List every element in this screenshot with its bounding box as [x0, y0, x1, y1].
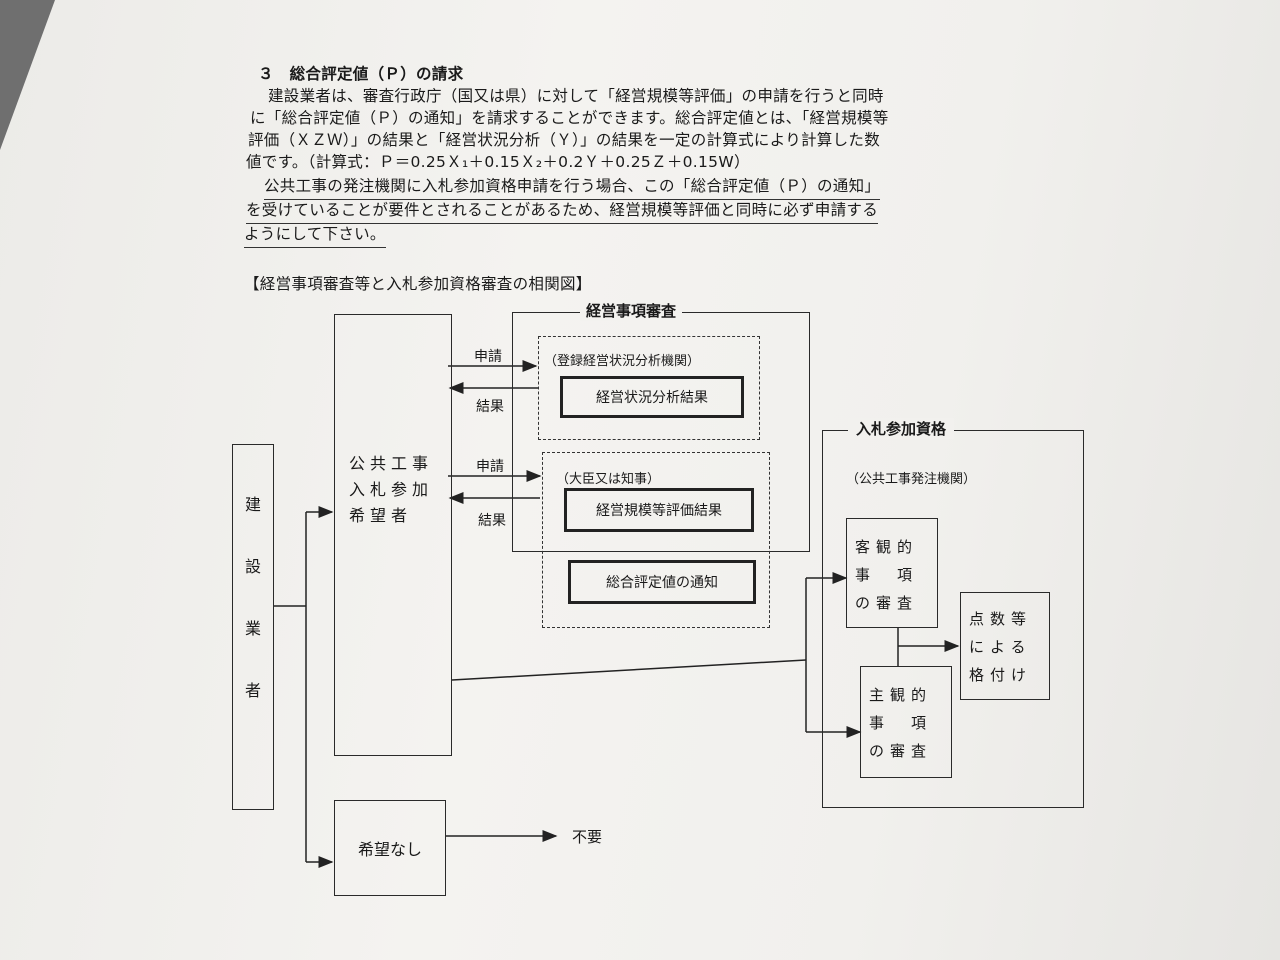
- objective-review-box: 客観的 事 項 の審査: [846, 518, 938, 628]
- result-label-1: 結果: [476, 399, 504, 415]
- apply-label-1: 申請: [474, 349, 502, 365]
- bid-qualification-title: 入札参加資格: [848, 418, 955, 439]
- subjective-line-3: の審査: [869, 742, 933, 760]
- ranking-line-1: 点数等: [969, 610, 1033, 628]
- objective-line-3: の審査: [855, 594, 919, 612]
- analysis-org-label: （登録経営状況分析機関）: [544, 354, 701, 369]
- contractor-char-4: 者: [244, 681, 261, 700]
- contractor-char-3: 業: [244, 619, 261, 638]
- para1-line1: 建設業者は、審査行政庁（国又は県）に対して「経営規模等評価」の申請を行うと同時: [268, 87, 884, 105]
- subjective-review-box: 主観的 事 項 の審査: [860, 666, 952, 778]
- contractor-char-2: 設: [244, 557, 261, 576]
- subjective-line-1: 主観的: [869, 686, 933, 704]
- p-notice-label: 総合評定値の通知: [606, 575, 718, 591]
- analysis-result-box: 経営状況分析結果: [560, 376, 744, 418]
- minister-box: [542, 452, 770, 628]
- contractor-box: 建 設 業 者: [232, 444, 274, 810]
- section-heading: ３ 総合評定値（Ｐ）の請求: [258, 65, 464, 83]
- contractor-char-1: 建: [244, 495, 261, 514]
- bid-org-label: （公共工事発注機関）: [846, 472, 977, 487]
- objective-line-2: 事 項: [855, 566, 919, 584]
- ranking-line-3: 格付け: [969, 666, 1033, 684]
- subjective-line-2: 事 項: [869, 714, 933, 732]
- scale-result-label: 経営規模等評価結果: [596, 503, 722, 519]
- keishin-title: 経営事項審査: [580, 300, 683, 321]
- bidder-line-3: 希望者: [349, 506, 413, 525]
- analysis-result-label: 経営状況分析結果: [596, 390, 708, 406]
- ranking-line-2: による: [969, 638, 1032, 656]
- objective-line-1: 客観的: [855, 538, 919, 556]
- bidder-line-1: 公共工事: [349, 454, 434, 473]
- analysis-org-box: [538, 336, 760, 440]
- para2-line2: を受けていることが要件とされることがあるため、経営規模等評価と同時に必ず申請する: [246, 198, 879, 224]
- bidder-line-2: 入札参加: [349, 480, 434, 499]
- para1-line3: 評価（ＸＺＷ）」の結果と「経営状況分析（Ｙ）」の結果を一定の計算式により計算した…: [248, 131, 880, 149]
- apply-label-2: 申請: [476, 459, 504, 475]
- para2-line3: ようにして下さい。: [244, 222, 386, 248]
- para1-line4: 値です。（計算式：Ｐ＝0.25Ｘ₁＋0.15Ｘ₂＋0.2Ｙ＋0.25Ｚ＋0.15…: [246, 153, 750, 171]
- no-wish-box: 希望なし: [334, 800, 446, 896]
- para1-line2: に「総合評定値（Ｐ）の通知」を請求することができます。総合評定値とは、「経営規模…: [250, 109, 889, 127]
- diagram-title: 【経営事項審査等と入札参加資格審査の相関図】: [244, 275, 592, 293]
- para2-line1: 公共工事の発注機関に入札参加資格申請を行う場合、この「総合評定値（Ｐ）の通知」: [264, 174, 881, 200]
- no-wish-label: 希望なし: [357, 840, 422, 859]
- scale-result-box: 経営規模等評価結果: [564, 488, 754, 532]
- result-label-2: 結果: [478, 513, 506, 529]
- ranking-box: 点数等 による 格付け: [960, 592, 1050, 700]
- bidder-box: 公共工事 入札参加 希望者: [334, 314, 452, 756]
- unnecessary-label: 不要: [572, 828, 603, 846]
- minister-label: （大臣又は知事）: [556, 472, 661, 487]
- p-notice-box: 総合評定値の通知: [568, 560, 756, 604]
